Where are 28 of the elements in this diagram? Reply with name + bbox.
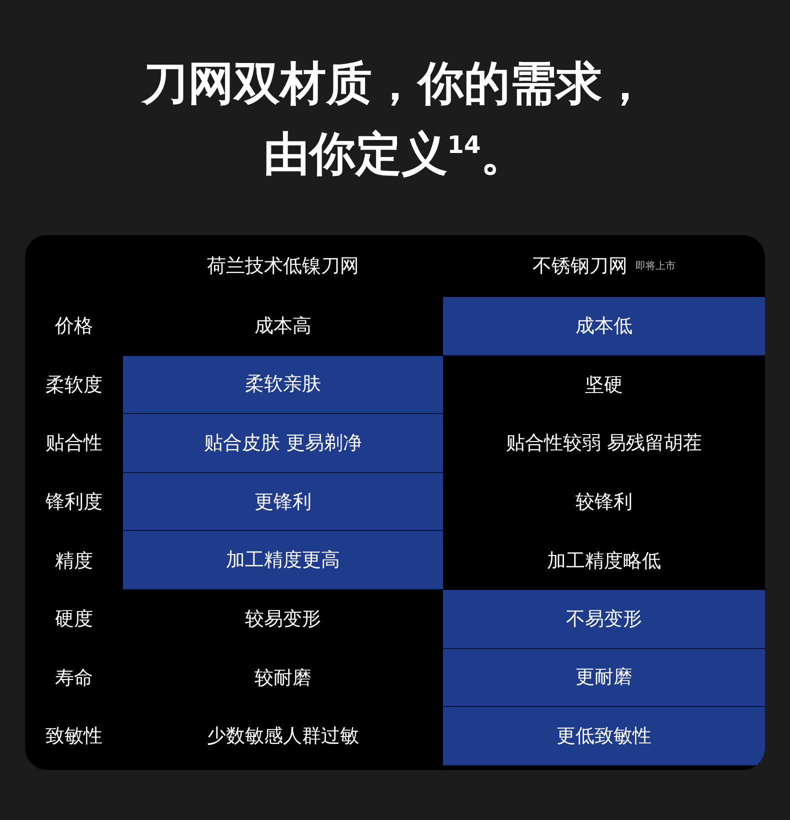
row-label: 寿命 (54, 666, 94, 691)
row-label: 致敏性 (44, 724, 104, 750)
row-label: 硬度 (54, 607, 94, 632)
highlight-cell: 成本低 (443, 297, 765, 356)
highlight-cell: 更锋利 (123, 472, 443, 532)
feature-text: 成本高 (254, 314, 312, 340)
feature-text: 坚硬 (584, 372, 624, 398)
row-label: 柔软度 (44, 372, 104, 398)
column-header: 不锈钢刀网 (532, 254, 628, 279)
status-note: 即将上市 (636, 260, 676, 273)
feature-text: 较易变形 (244, 607, 322, 632)
row-label: 锋利度 (44, 490, 104, 516)
feature-text: 加工精度略低 (546, 548, 662, 574)
page-title: 刀网双材质，你的需求，由你定义$^{14}$。 (140, 55, 649, 182)
row-label: 价格 (54, 314, 94, 340)
feature-text: 较耐磨 (254, 666, 312, 691)
feature-text: 少数敏感人群过敏 (206, 724, 360, 750)
highlight-cell: 加工精度更高 (123, 531, 443, 590)
highlight-cell: 更低致敏性 (443, 707, 765, 766)
feature-text: 贴合性较弱 易残留胡茬 (504, 431, 704, 456)
feature-text: 较锋利 (574, 490, 634, 516)
row-label: 精度 (54, 548, 94, 574)
column-header: 荷兰技术低镍刀网 (206, 254, 360, 279)
highlight-cell: 贴合皮肤 更易剃净 (123, 414, 443, 473)
highlight-cell: 柔软亲肤 (123, 356, 443, 414)
row-label: 贴合性 (44, 431, 104, 456)
highlight-cell: 更耐磨 (443, 648, 765, 708)
highlight-cell: 不易变形 (443, 590, 765, 649)
